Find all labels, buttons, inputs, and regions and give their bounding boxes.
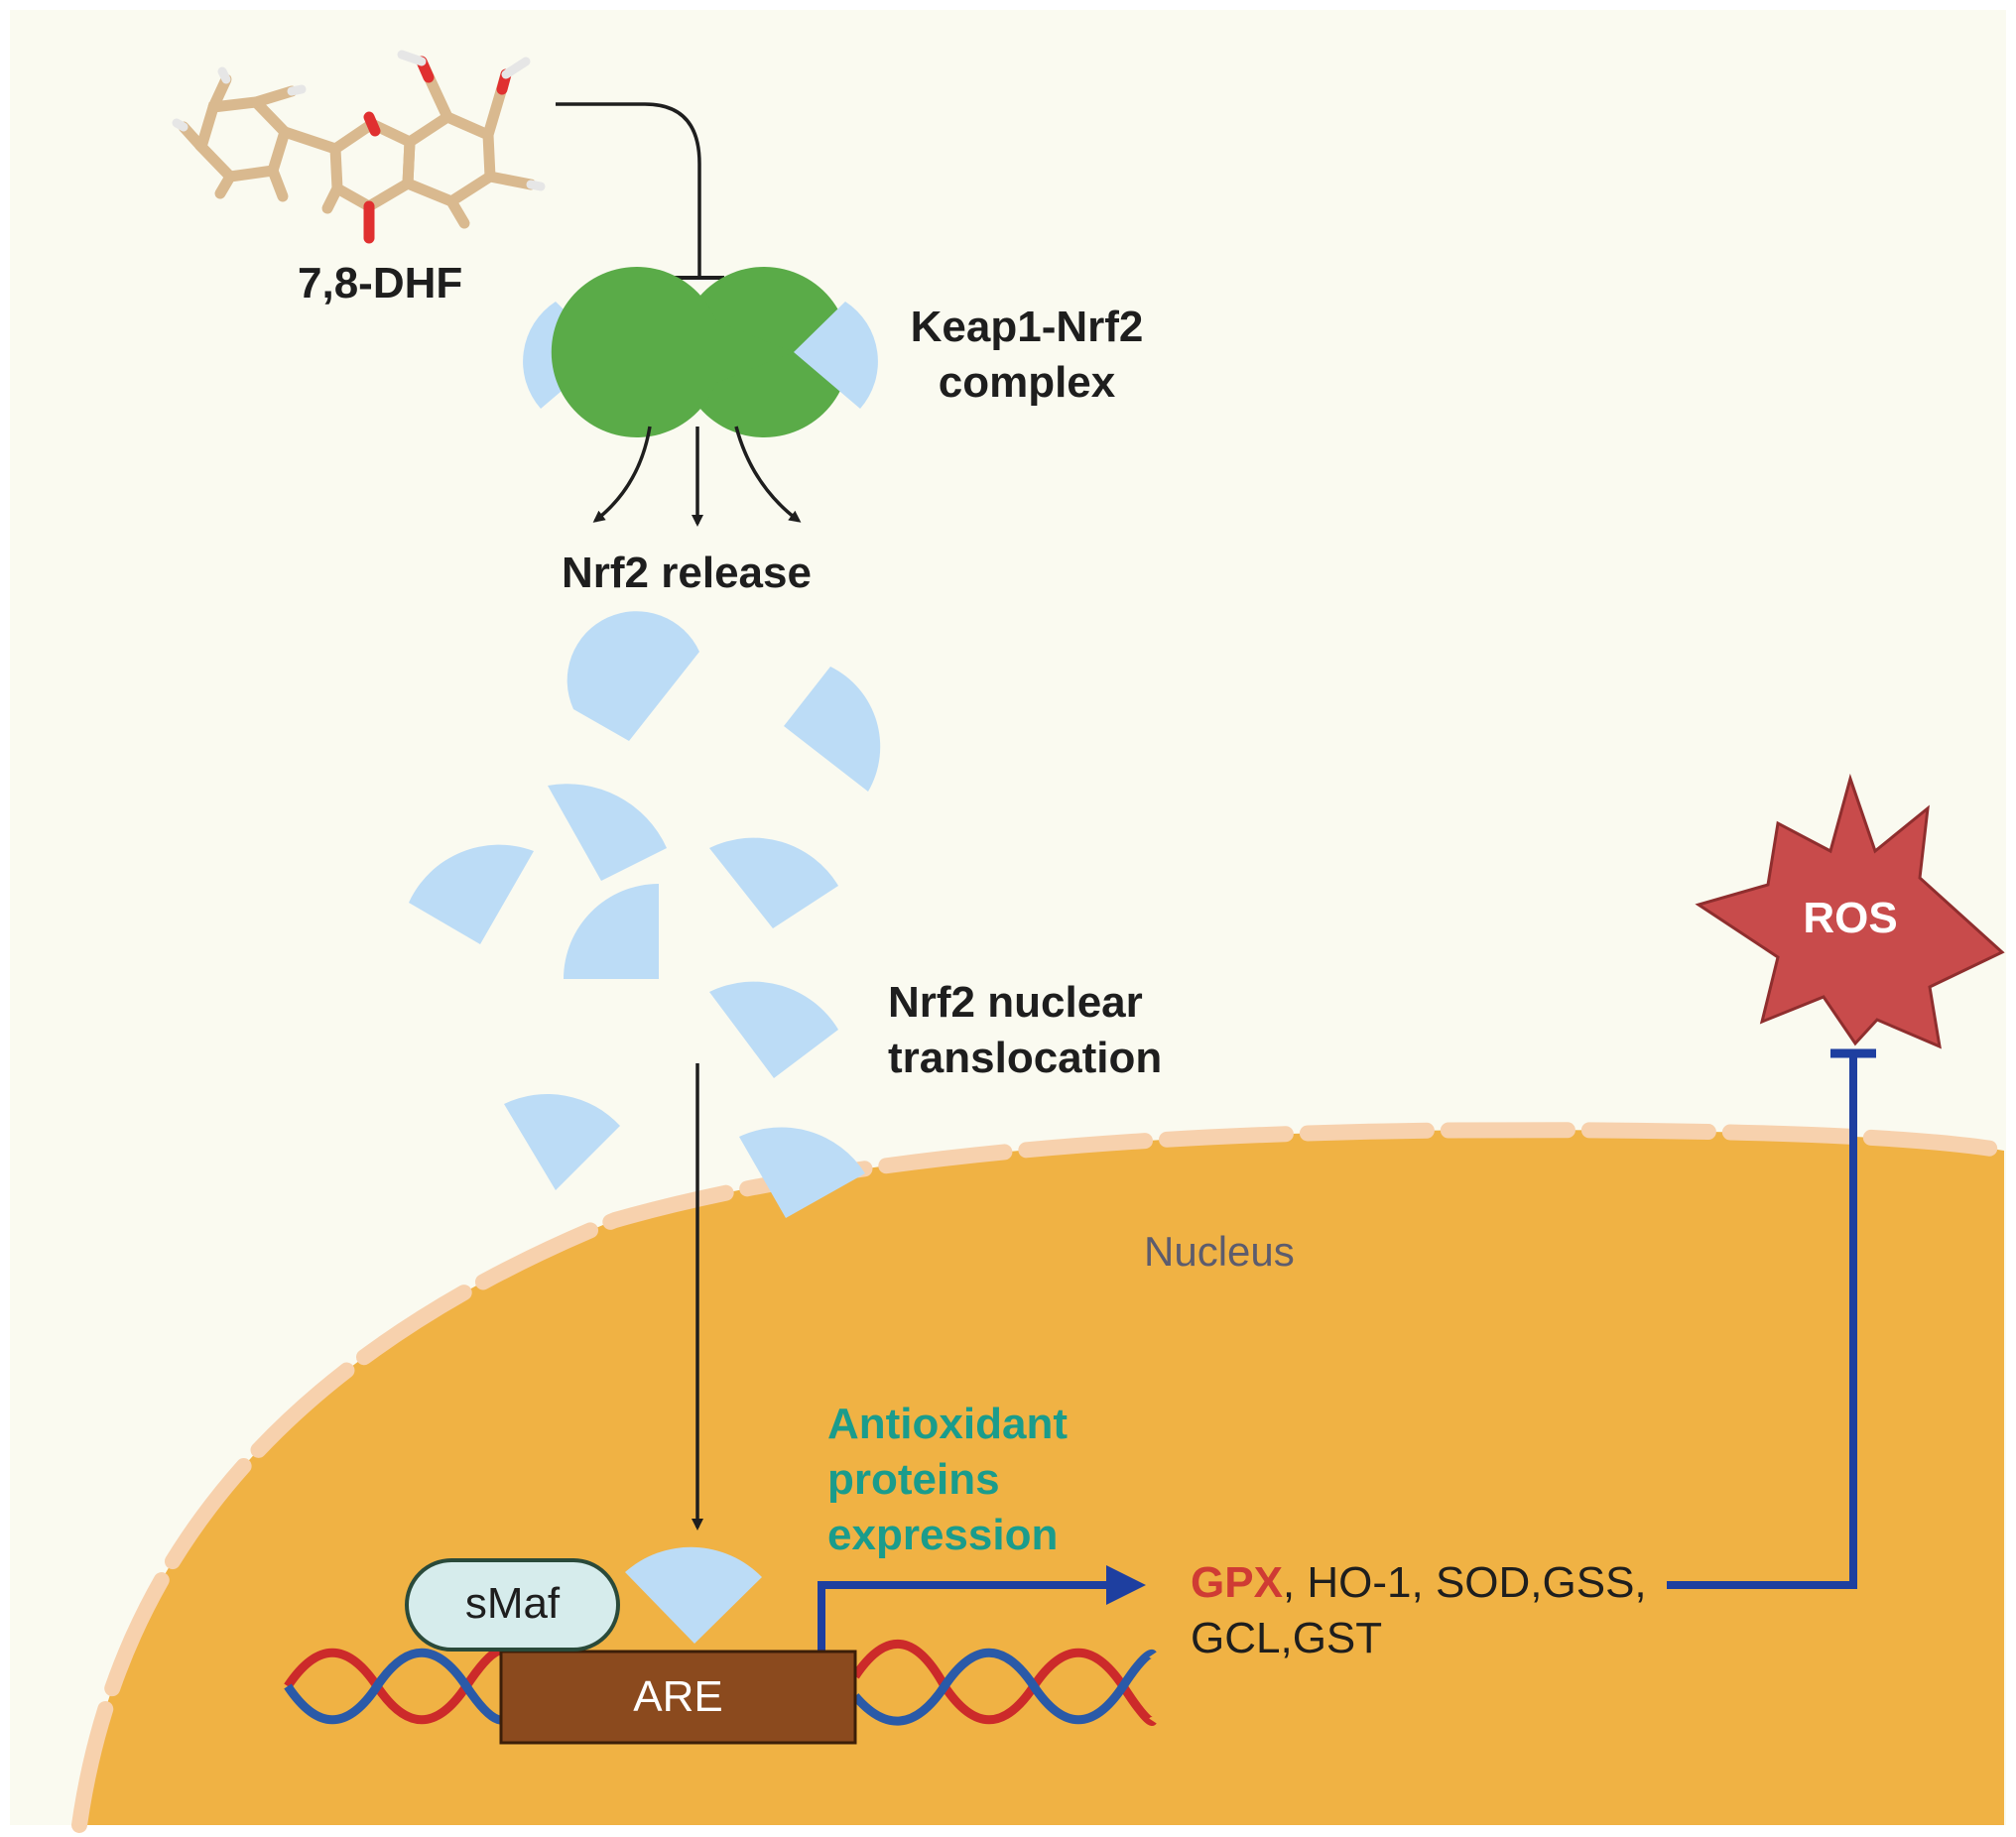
nrf2-protein <box>739 1127 865 1218</box>
gene-gpx: GPX <box>1191 1558 1283 1607</box>
dna-double-helix <box>284 1639 1157 1727</box>
expression-label-line2: proteins <box>827 1455 1000 1504</box>
smaf-label: sMaf <box>464 1579 561 1628</box>
complex-label-line1: Keap1-Nrf2 <box>910 303 1144 351</box>
translocation-label-line2: translocation <box>888 1034 1163 1082</box>
nuclear-envelope <box>71 1122 2012 1833</box>
gene-list-line2: GCL,GST <box>1191 1614 1383 1662</box>
nrf2-protein <box>548 784 667 881</box>
expression-label-line1: Antioxidant <box>827 1400 1068 1448</box>
nucleus-label: Nucleus <box>1144 1228 1295 1275</box>
complex-label: Keap1-Nrf2 complex <box>893 300 1161 411</box>
keap1-right <box>551 267 794 437</box>
nrf2-protein <box>409 844 534 944</box>
expression-label-line3: expression <box>827 1511 1059 1559</box>
gene-list-rest: , HO-1, SOD,GSS, <box>1282 1558 1647 1607</box>
gene-list: GPX, HO-1, SOD,GSS, GCL,GST <box>1191 1555 1647 1666</box>
nrf2-protein <box>784 667 881 792</box>
release-label: Nrf2 release <box>562 549 812 597</box>
expression-arrow <box>818 1581 1116 1654</box>
expression-label: Antioxidant proteins expression <box>827 1397 1068 1563</box>
nrf2-protein <box>709 981 838 1078</box>
translocation-label-line1: Nrf2 nuclear <box>888 978 1143 1027</box>
free-nrf2-proteins <box>409 611 881 1218</box>
nrf2-protein <box>709 837 838 928</box>
inhibition-line-dhf-to-complex <box>556 102 701 276</box>
ros-label: ROS <box>1803 894 1898 942</box>
expression-arrowhead <box>1106 1565 1146 1605</box>
smaf-protein <box>405 1558 620 1652</box>
nrf2-protein <box>504 1093 620 1190</box>
ros-burst <box>1695 773 2005 1049</box>
gene-to-ros-inhibition <box>1667 1053 1857 1589</box>
nrf2-protein <box>567 611 699 741</box>
translocation-label: Nrf2 nuclear translocation <box>888 975 1162 1086</box>
nrf2-bound-right <box>794 302 878 409</box>
molecule-7-8-dhf-structure <box>172 50 546 244</box>
gene-list-line1: GPX, HO-1, SOD,GSS, <box>1191 1555 1647 1611</box>
keap1-nrf2-complex <box>523 267 878 437</box>
are-label: ARE <box>633 1672 723 1721</box>
molecule-label: 7,8-DHF <box>298 259 463 307</box>
complex-label-line2: complex <box>938 358 1116 407</box>
are-box <box>499 1650 857 1745</box>
release-arrows <box>592 426 802 527</box>
nrf2-bound-at-are <box>625 1546 762 1644</box>
nrf2-protein <box>564 884 659 979</box>
